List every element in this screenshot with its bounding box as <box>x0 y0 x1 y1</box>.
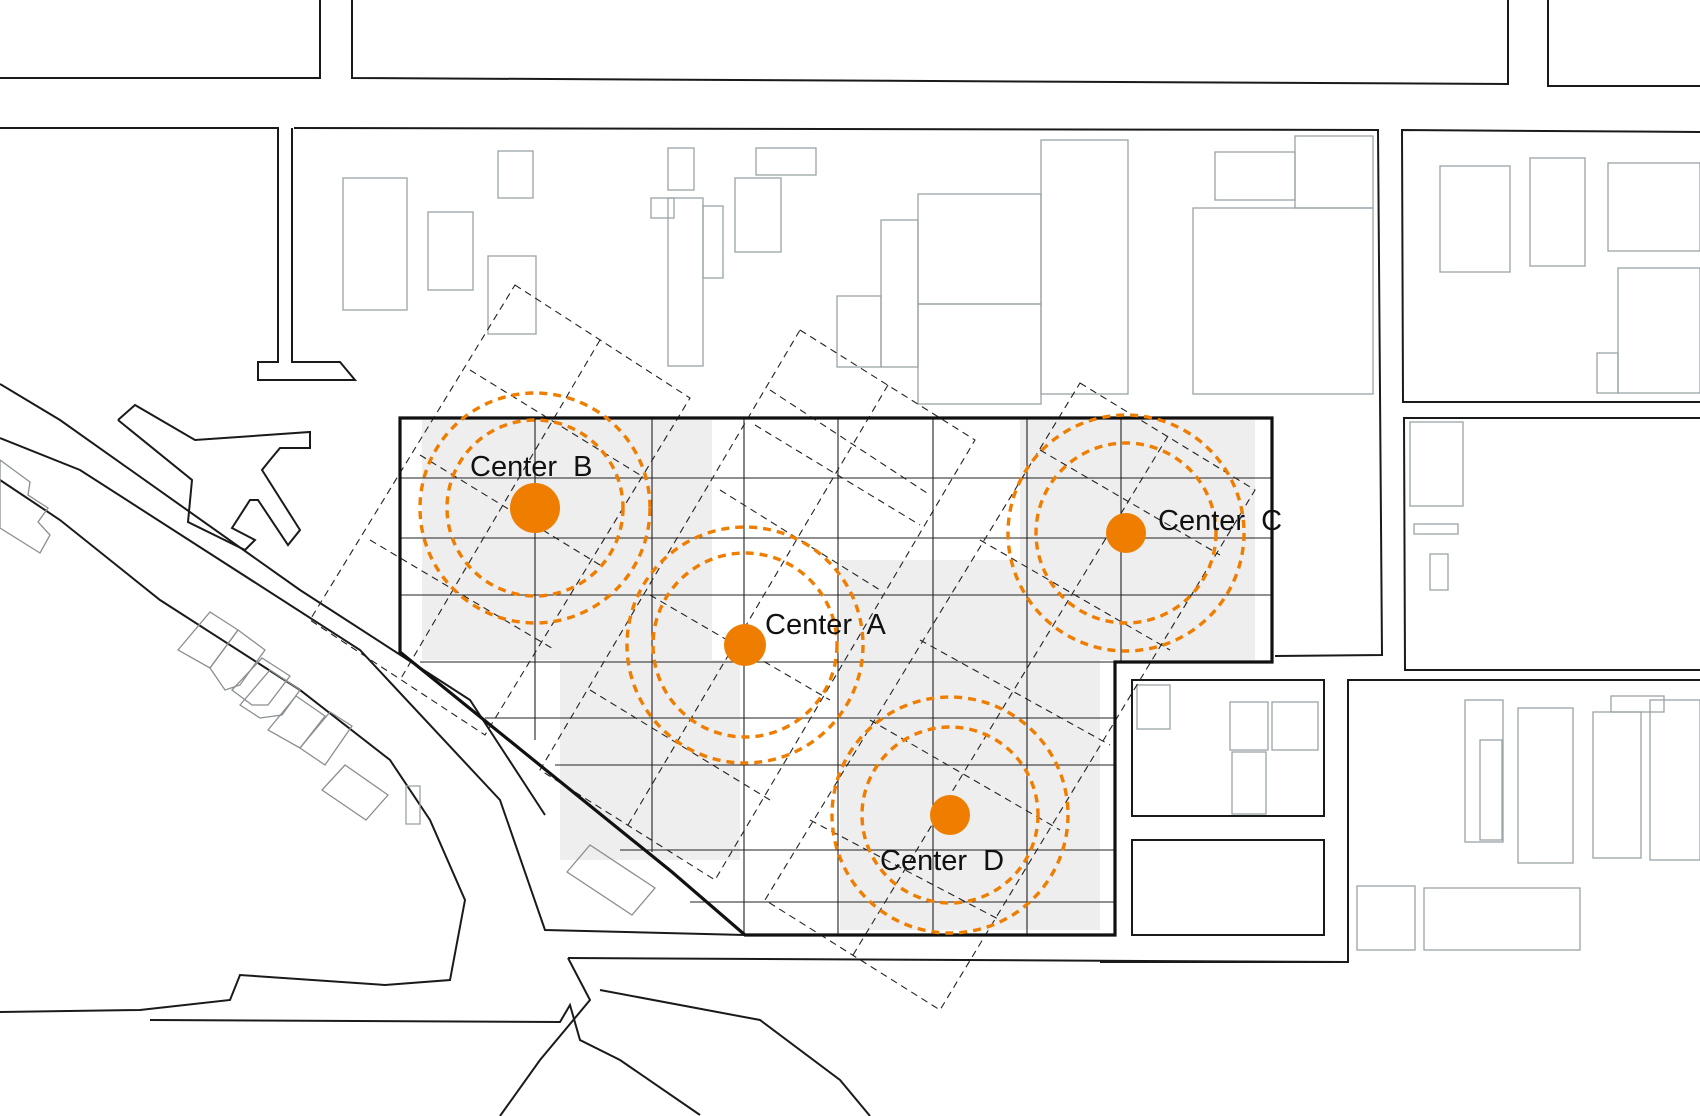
shore-edge <box>0 479 467 1013</box>
block-top-middle <box>351 0 1509 86</box>
center-dot-b <box>510 483 560 533</box>
center-dot-d <box>930 795 970 835</box>
center-label-c: Center C <box>1158 505 1282 537</box>
road-diagonal-lower <box>0 437 746 936</box>
shore-edge-lower <box>149 1002 701 1116</box>
center-label-b: Center B <box>470 451 593 483</box>
road-diagonal-upper <box>0 383 546 816</box>
block-top-left <box>0 0 321 79</box>
influence-ring-outer-c <box>1006 413 1246 653</box>
block-small-east-1 <box>1131 679 1325 817</box>
center-dot-a <box>724 624 766 666</box>
buildings-diagonal <box>0 459 656 916</box>
block-top-right <box>1547 0 1700 87</box>
influence-ring-outer-a <box>625 525 865 765</box>
center-label-d: Center D <box>880 845 1004 877</box>
side-street-junction <box>117 403 311 552</box>
block-east-lower <box>1100 679 1700 963</box>
buildings <box>342 135 1700 951</box>
center-b: Center B <box>418 391 652 625</box>
influence-ring-inner-c <box>1034 441 1218 625</box>
site-boundary <box>398 416 1274 937</box>
influence-ring-inner-a <box>651 551 839 739</box>
influence-ring-outer-d <box>830 695 1070 935</box>
center-a: Center A <box>625 525 887 765</box>
road-south-east <box>599 989 871 1116</box>
road-south-curve <box>499 957 592 1116</box>
center-label-a: Center A <box>765 609 887 641</box>
road-south <box>567 957 1349 963</box>
block-east-middle <box>1402 417 1700 671</box>
block-small-east-2 <box>1131 839 1325 936</box>
influence-ring-inner-b <box>445 418 625 598</box>
center-c: Center C <box>1006 413 1282 653</box>
center-dot-c <box>1106 513 1146 553</box>
block-north-center <box>293 127 1384 657</box>
influence-ring-outer-b <box>418 391 652 625</box>
block-west-upper <box>0 127 358 381</box>
influence-ring-inner-d <box>860 725 1040 905</box>
center-d: Center D <box>830 695 1070 935</box>
block-east-upper <box>1400 128 1700 403</box>
rotated-dashed-grids <box>309 284 1256 1011</box>
